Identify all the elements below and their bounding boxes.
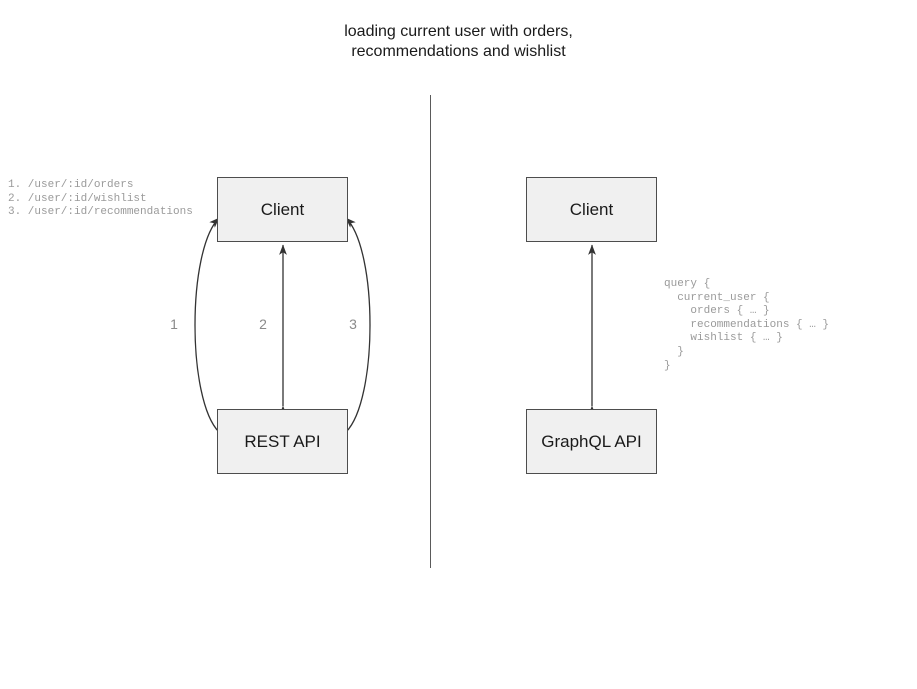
- vertical-divider: [430, 95, 431, 568]
- edge-label-1: 1: [170, 316, 178, 332]
- node-rest-api[interactable]: REST API: [217, 409, 348, 474]
- node-rest-api-label: REST API: [244, 431, 321, 451]
- node-rest-client-label: Client: [260, 199, 305, 219]
- node-graphql-client-label: Client: [569, 199, 614, 219]
- edge-label-3: 3: [349, 316, 357, 332]
- node-graphql-api[interactable]: GraphQL API: [526, 409, 657, 474]
- node-rest-client[interactable]: Client: [217, 177, 348, 242]
- page-title: loading current user with orders, recomm…: [344, 23, 573, 60]
- rest-endpoint-list: 1. /user/:id/orders 2. /user/:id/wishlis…: [8, 179, 193, 219]
- node-graphql-client[interactable]: Client: [526, 177, 657, 242]
- node-graphql-api-label: GraphQL API: [541, 431, 642, 451]
- edge-rest-1: [194, 217, 229, 442]
- edge-label-2: 2: [259, 316, 267, 332]
- graphql-query-code: query { current_user { orders { … } reco…: [664, 278, 830, 372]
